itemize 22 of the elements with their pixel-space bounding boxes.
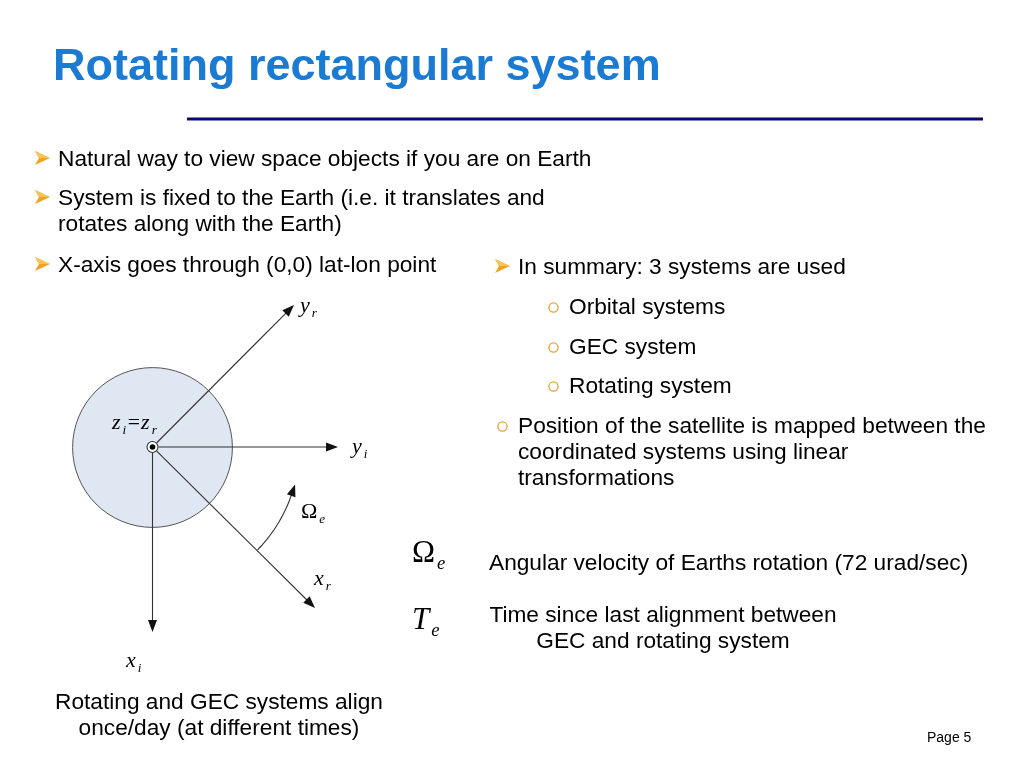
definition-text: Angular velocity of Earths rotation (72 urad/sec) — [489, 549, 970, 575]
axis-label: x$_{r}$ — [314, 566, 331, 595]
symbol-label: Ω$_{e}$ — [412, 535, 446, 575]
page-number: Page 5 — [927, 729, 972, 745]
bullet-text: In summary: 3 systems are used — [518, 253, 847, 279]
rotation-label: Ω$_{e}$ — [301, 499, 326, 528]
bullet-text: GEC system — [569, 333, 698, 359]
axis-label: y$_{r}$ — [300, 293, 317, 322]
axis-label: x$_{i}$ — [126, 648, 142, 677]
symbol-label: T$_{e}$ — [412, 602, 440, 642]
axis-label: y$_{i}$ — [352, 434, 368, 463]
bullet-text: Rotating system — [569, 372, 733, 398]
definition-text: Time since last alignment between GEC and rotating system — [488, 601, 838, 653]
figure-caption: Rotating and GEC systems align once/day (at different times) — [54, 688, 384, 740]
slide-title: Rotating rectangular system — [53, 39, 661, 91]
earth-circle — [72, 367, 233, 528]
bullet-text: Position of the satellite is mapped between the coordinated systems using linear transformations — [518, 412, 987, 490]
bullet-text: System is fixed to the Earth (i.e. it translates and rotates along with the Earth) — [58, 184, 546, 236]
bullet-text: Natural way to view space objects if you are on Earth — [58, 145, 593, 171]
bullet-text: X-axis goes through (0,0) lat-lon point — [58, 251, 438, 277]
bullet-text: Orbital systems — [569, 293, 727, 319]
axis-label: z$_{i}$=z$_{r}$ — [112, 410, 157, 439]
